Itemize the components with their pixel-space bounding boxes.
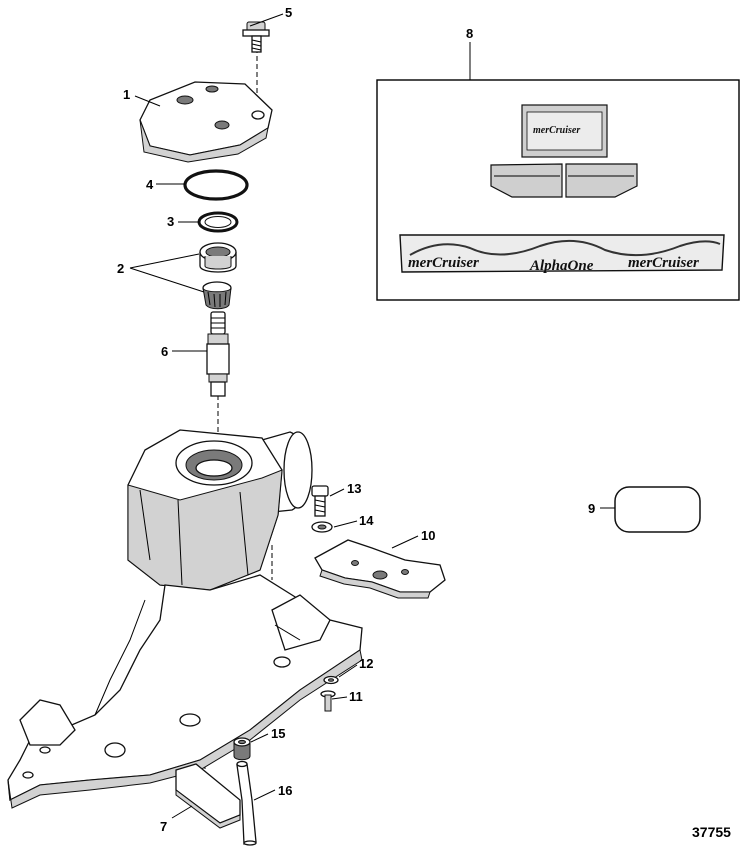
bearing-part-2 xyxy=(199,242,237,273)
callout-12: 12 xyxy=(359,656,373,671)
gear-housing xyxy=(7,429,363,809)
callout-2: 2 xyxy=(117,261,124,276)
screw-part-11 xyxy=(320,690,336,712)
plate-part-7 xyxy=(175,763,241,829)
tube-part-16 xyxy=(236,760,257,846)
callout-15: 15 xyxy=(271,726,285,741)
shim-part-3 xyxy=(197,211,239,233)
callout-5: 5 xyxy=(285,5,292,20)
decal-banner-brand-right: merCruiser xyxy=(628,255,699,271)
decal-banner: merCruiser AlphaOne merCruiser xyxy=(399,234,725,274)
callout-13: 13 xyxy=(347,481,361,496)
leader-lines xyxy=(129,13,615,819)
callout-16: 16 xyxy=(278,783,292,798)
callout-4: 4 xyxy=(146,177,154,192)
callout-9: 9 xyxy=(588,501,595,516)
callout-3: 3 xyxy=(167,214,174,229)
bolt-part-5 xyxy=(242,21,270,53)
o-ring-part-4 xyxy=(183,169,249,201)
decal-banner-brand-left: merCruiser xyxy=(408,255,479,271)
decal-bars xyxy=(490,163,638,198)
callout-7: 7 xyxy=(160,819,167,834)
callout-10: 10 xyxy=(421,528,435,543)
trim-tab-part-10 xyxy=(314,539,446,599)
decal-square-brand: merCruiser xyxy=(533,125,580,136)
bolt-part-13 xyxy=(311,485,329,517)
sleeve-part-15 xyxy=(233,737,251,761)
callout-11: 11 xyxy=(349,689,363,704)
callout-14: 14 xyxy=(359,513,374,528)
patch-part-9 xyxy=(614,486,701,533)
decal-banner-model: AlphaOne xyxy=(529,258,594,274)
decal-kit-box: merCruiser merCruiser AlphaOne merCruise… xyxy=(376,79,740,301)
callout-6: 6 xyxy=(161,344,168,359)
callout-8: 8 xyxy=(466,26,473,41)
shaft-part-6 xyxy=(206,311,230,397)
washer-part-14 xyxy=(311,521,333,533)
cover-part-1 xyxy=(139,81,273,163)
washer-part-12 xyxy=(323,675,339,685)
figure-number: 37755 xyxy=(692,824,731,840)
decal-square: merCruiser xyxy=(521,104,608,158)
callout-1: 1 xyxy=(123,87,130,102)
bearing-cone-part-2 xyxy=(202,281,232,310)
